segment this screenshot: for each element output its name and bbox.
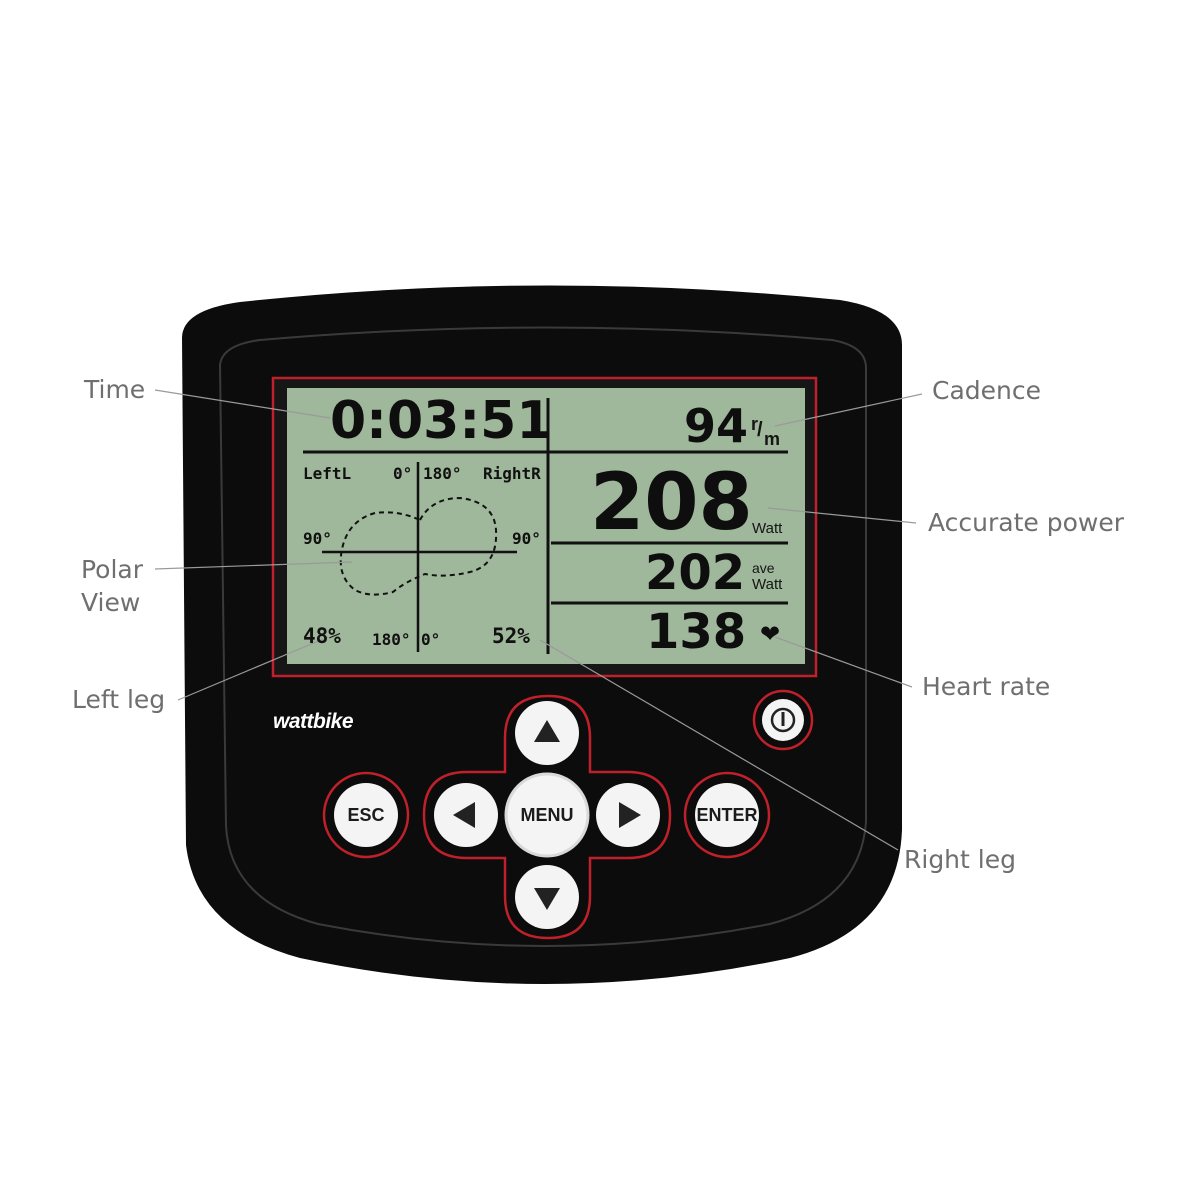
callout-right-leg: Right leg (904, 845, 1016, 874)
up-arrow-icon (534, 720, 560, 742)
callout-cadence: Cadence (932, 376, 1041, 405)
avg-unit-top: ave (752, 560, 775, 576)
polar-right-label: RightR (483, 464, 541, 483)
leader-time (154, 389, 331, 419)
lcd-screen (287, 388, 805, 664)
power-unit: Watt (752, 520, 783, 537)
cadence-value: 94 (684, 399, 749, 453)
polar-top-right-deg: 180° (423, 464, 462, 483)
leader-cadence (774, 393, 923, 427)
callout-heart-rate: Heart rate (922, 672, 1051, 701)
menu-button[interactable] (504, 772, 590, 858)
right-leg-percent: 52% (492, 624, 530, 648)
heart-rate-value: 138 (646, 604, 747, 660)
leader-left-leg (177, 636, 329, 701)
callout-accurate-power: Accurate power (928, 508, 1124, 537)
cadence-unit-slash: / (757, 419, 763, 441)
polar-bottom-left-deg: 180° (372, 630, 411, 649)
polar-left-label: LeftL (303, 464, 352, 483)
leader-polar (154, 561, 353, 570)
callout-polar-line1: Polar (81, 555, 144, 584)
polar-bottom-right-deg: 0° (421, 630, 441, 649)
callout-left-leg: Left leg (72, 685, 166, 714)
right-arrow-icon (619, 802, 641, 828)
esc-button[interactable] (334, 783, 398, 847)
left-leg-percent: 48% (303, 624, 341, 648)
polar-top-left-deg: 0° (393, 464, 413, 483)
enter-button-label: ENTER (696, 805, 758, 825)
polar-curve (339, 496, 498, 596)
power-icon (770, 707, 796, 733)
avg-power-value: 202 (645, 545, 746, 601)
cadence-unit-r: r (751, 414, 759, 434)
polar-right-side-deg: 90° (512, 529, 541, 548)
left-arrow-icon (453, 802, 475, 828)
polar-left-side-deg: 90° (303, 529, 332, 548)
esc-button-label: ESC (347, 805, 385, 825)
power-value: 208 (590, 458, 753, 548)
monitor-bezel-outline (218, 326, 867, 947)
enter-button[interactable] (695, 783, 759, 847)
callout-leader-lines (154, 389, 923, 851)
avg-unit-bottom: Watt (752, 576, 783, 593)
time-value: 0:03:51 (330, 391, 553, 451)
callout-polar-line2: View (81, 588, 141, 617)
menu-button-label: MENU (520, 805, 574, 825)
leader-heart-rate (774, 636, 913, 688)
brand-logo: wattbike (273, 710, 354, 733)
cadence-unit-m: m (764, 429, 781, 449)
leader-right-leg (539, 639, 899, 851)
callout-time: Time (84, 375, 146, 404)
heart-icon: ❤ (760, 620, 781, 648)
down-arrow-icon (534, 888, 560, 910)
leader-power (767, 507, 917, 524)
